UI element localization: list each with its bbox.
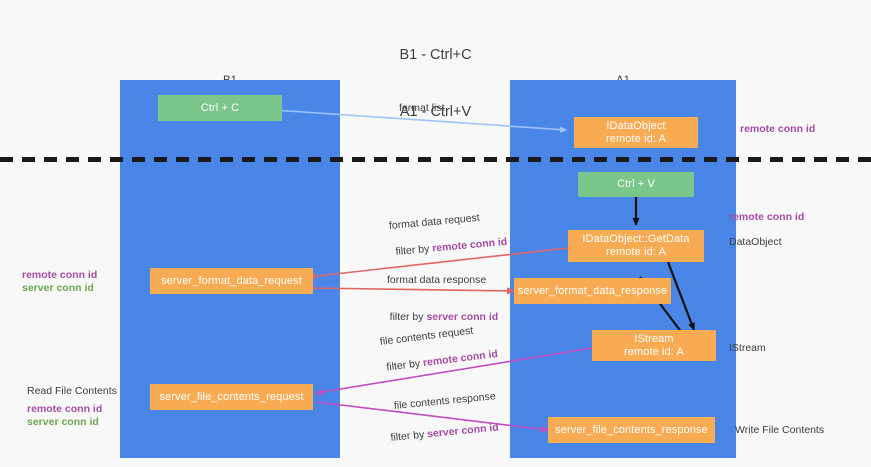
box-server-format-data-response-label: server_format_data_response [517, 284, 668, 297]
label-format-data-response-filter-key: server conn id [426, 311, 499, 323]
label-format-data-request-filter-prefix: filter by [395, 242, 433, 258]
label-format-list: format list [399, 102, 445, 114]
label-file-contents-response-filter-prefix: filter by [389, 428, 428, 444]
side-label-left-remote-conn-id-2: remote conn id [27, 403, 103, 415]
box-server-file-contents-response[interactable]: server_file_contents_response [548, 417, 715, 443]
side-label-remote-conn-id-top: remote conn id [740, 123, 816, 135]
box-getdata-line-2: remote id: A [606, 246, 666, 258]
box-istream-line-1: IStream [634, 332, 674, 345]
box-idataobject[interactable]: IDataObject remote id: A [574, 117, 698, 148]
box-server-file-contents-response-label: server_file_contents_response [555, 423, 708, 436]
side-label-read-file-contents: Read File Contents [27, 385, 117, 397]
label-format-data-request-filter-key: remote conn id [431, 235, 508, 255]
page-title-line-1: B1 - Ctrl+C [399, 47, 472, 63]
box-ctrl-c[interactable]: Ctrl + C [158, 95, 282, 121]
box-ctrl-c-label: Ctrl + C [200, 101, 240, 114]
side-label-left-server-conn-id: server conn id [22, 282, 94, 294]
label-file-contents-request-filter-key: remote conn id [422, 347, 499, 370]
box-server-file-contents-request-label: server_file_contents_request [159, 390, 304, 403]
box-ctrl-v[interactable]: Ctrl + V [578, 172, 694, 197]
box-idataobject-line-2: remote id: A [606, 132, 666, 145]
section-divider [0, 157, 871, 162]
label-file-contents-response-filter: filter by server conn id [377, 409, 500, 459]
box-idataobject-line-1: IDataObject [606, 119, 666, 132]
box-server-format-data-response[interactable]: server_format_data_response [514, 278, 671, 304]
label-format-data-response-filter: filter by server conn id [378, 298, 499, 337]
box-server-format-data-request-label: server_format_data_request [161, 274, 302, 287]
label-format-data-response-filter-prefix: filter by [389, 311, 427, 323]
side-label-left-server-conn-id-2: server conn id [27, 416, 99, 428]
box-istream[interactable]: IStream remote id: A [592, 330, 716, 361]
box-getdata-line-1: IDataObject::GetData [582, 233, 690, 245]
label-format-data-response: format data response [387, 274, 487, 286]
box-server-format-data-request[interactable]: server_format_data_request [150, 268, 313, 294]
side-label-dataobject: DataObject [729, 236, 782, 248]
side-label-remote-conn-id-mid: remote conn id [729, 211, 805, 223]
label-file-contents-response-filter-key: server conn id [426, 421, 500, 441]
box-istream-line-2: remote id: A [624, 345, 684, 358]
box-server-file-contents-request[interactable]: server_file_contents_request [150, 384, 313, 410]
box-getdata[interactable]: IDataObject::GetData remote id: A [568, 230, 704, 262]
side-label-write-file-contents: Write File Contents [735, 424, 825, 436]
side-label-istream: IStream [729, 342, 766, 354]
side-label-left-remote-conn-id: remote conn id [22, 269, 98, 281]
label-file-contents-request-filter-prefix: filter by [385, 357, 424, 374]
box-ctrl-v-label: Ctrl + V [617, 178, 655, 190]
